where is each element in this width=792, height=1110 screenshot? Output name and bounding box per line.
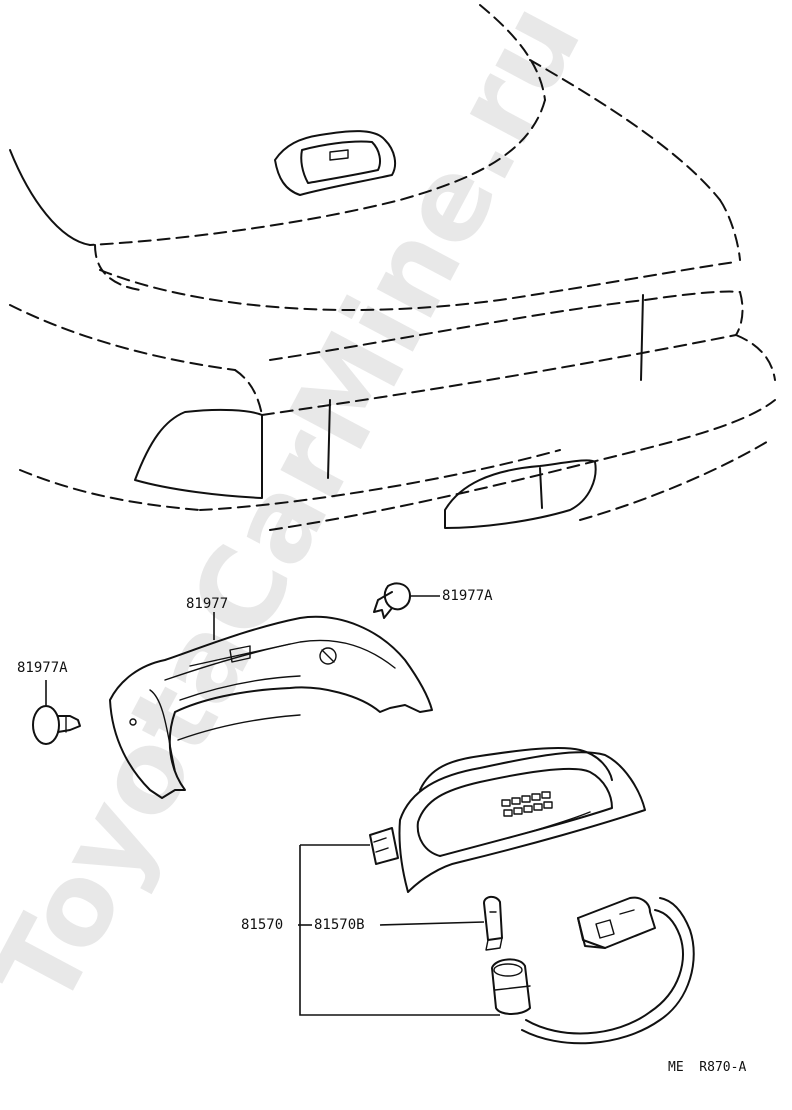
callout-bracket bbox=[298, 844, 500, 1016]
tail-lamp-left bbox=[134, 408, 263, 499]
bracket-81977 bbox=[109, 612, 433, 799]
diagram-code: ME R870-A bbox=[668, 1060, 746, 1075]
label-bracket: 81977 bbox=[186, 596, 228, 612]
leader-bulb bbox=[379, 921, 485, 926]
lamp-led-grid bbox=[501, 791, 553, 817]
high-mount-stop-lamp bbox=[369, 746, 646, 893]
clip-top bbox=[373, 582, 440, 619]
label-lamp-range-start: 81570 bbox=[241, 917, 283, 933]
label-clip-top: 81977A bbox=[442, 588, 493, 604]
label-clip-left: 81977A bbox=[17, 660, 68, 676]
watermark: ToyotaCarMine.ru bbox=[0, 0, 607, 1028]
license-recess bbox=[444, 459, 597, 529]
socket-harness bbox=[491, 896, 695, 1045]
label-lamp-range-end: 81570B bbox=[314, 917, 365, 933]
car-high-mount-lamp bbox=[274, 130, 397, 196]
bulb bbox=[483, 895, 503, 951]
clip-left bbox=[32, 680, 81, 745]
